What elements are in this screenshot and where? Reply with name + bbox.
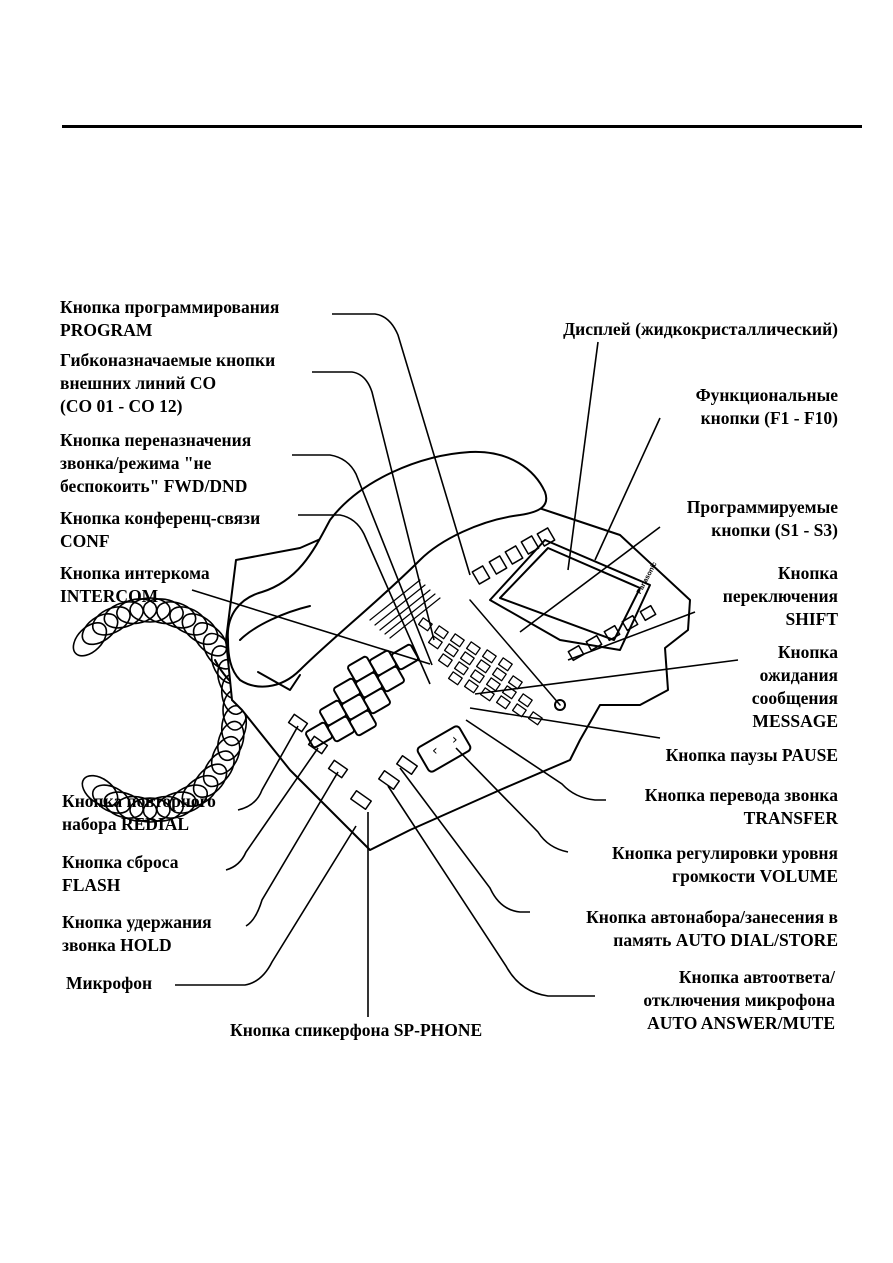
cord-coil: [81, 774, 119, 807]
co-line-key: [479, 687, 495, 702]
co-line-key: [485, 677, 501, 692]
cord-coil: [91, 784, 131, 814]
top-rule: [62, 125, 862, 128]
cord-coil: [181, 613, 219, 646]
label-display: Дисплей (жидкокристаллический): [563, 319, 838, 339]
cord-coil: [217, 720, 245, 762]
co-line-key: [447, 671, 463, 686]
navigation-key: ‹ ›: [416, 725, 472, 773]
dial-key: [363, 687, 391, 715]
cord-coil: [210, 735, 241, 775]
dial-key: [377, 665, 405, 693]
cord-coil: [142, 598, 184, 625]
cord-coil: [192, 763, 228, 798]
co-line-key: [449, 633, 465, 648]
cord-coil: [129, 597, 171, 623]
function-key-row-bottom: [567, 604, 657, 662]
label-microphone: Микрофон: [66, 973, 153, 993]
microphone-hole: [554, 699, 566, 711]
co-line-key: [427, 635, 443, 650]
co-line-key: [437, 653, 453, 668]
cord-coil: [142, 795, 184, 822]
cord-coil: [202, 750, 235, 788]
cord-coil: [81, 613, 119, 646]
handset: [226, 450, 548, 688]
label-pause: Кнопка паузы PAUSE: [665, 745, 838, 765]
cord-coil: [169, 784, 209, 814]
co-line-key: [443, 643, 459, 658]
co-line-key: [497, 657, 513, 672]
speaker-grille: [369, 579, 441, 639]
cord-coil: [129, 797, 171, 823]
co-line-key: [495, 695, 511, 710]
dial-pad: [305, 643, 419, 749]
co-line-key: [527, 711, 543, 726]
co-line-key: [469, 669, 485, 684]
co-line-key: [511, 703, 527, 718]
cord-coil: [72, 622, 108, 657]
co-line-keys: [417, 617, 543, 726]
co-line-key: [517, 693, 533, 708]
cord-coil: [91, 606, 131, 636]
co-line-key: [459, 651, 475, 666]
co-line-key: [465, 641, 481, 656]
svg-text:‹: ‹: [432, 743, 438, 759]
co-line-key: [475, 659, 491, 674]
co-line-key: [433, 625, 449, 640]
cord-coil: [169, 606, 209, 636]
cord-coil: [116, 598, 158, 625]
co-line-key: [481, 649, 497, 664]
svg-text:›: ›: [452, 732, 458, 748]
co-line-key: [453, 661, 469, 676]
co-line-key: [417, 617, 433, 632]
bottom-keys: [350, 754, 418, 811]
co-line-key: [491, 667, 507, 682]
cord-coil: [181, 774, 219, 807]
cord-coil: [192, 622, 228, 657]
co-line-key: [463, 679, 479, 694]
left-function-keys: [287, 713, 349, 779]
cord-coil: [156, 601, 197, 629]
function-key-row-top: [471, 527, 556, 585]
cord-coil: [116, 795, 158, 822]
dial-key: [349, 709, 377, 737]
co-line-key: [507, 675, 523, 690]
label-sp-phone: Кнопка спикерфона SP-PHONE: [230, 1020, 483, 1040]
cord-coil: [103, 791, 144, 819]
